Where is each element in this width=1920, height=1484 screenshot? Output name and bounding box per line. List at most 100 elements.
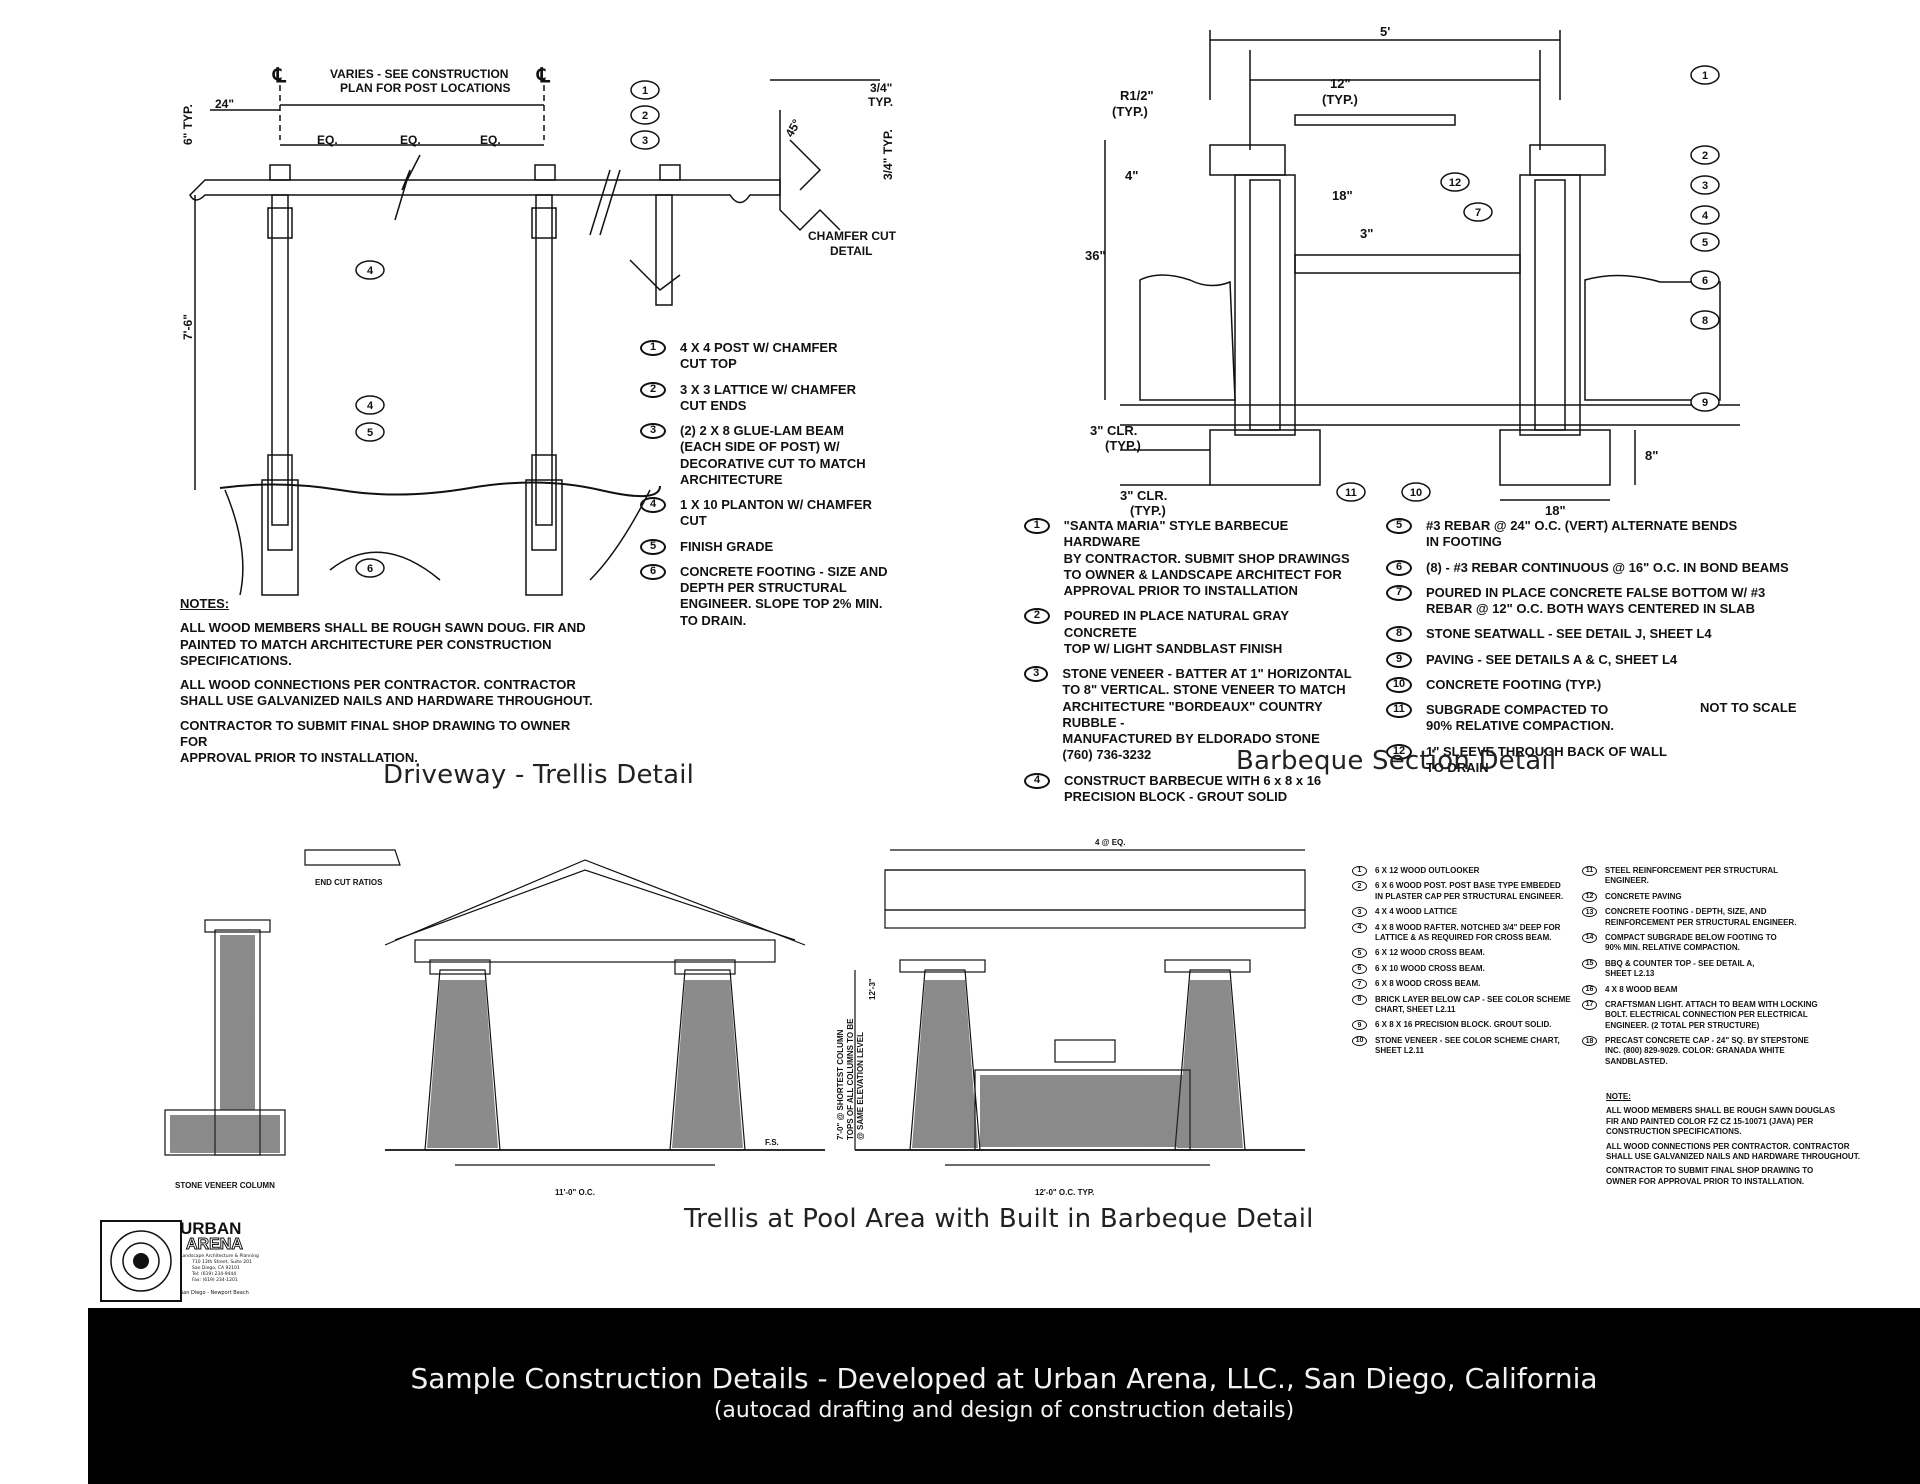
- legend-text: CONCRETE FOOTING (TYP.): [1426, 676, 1602, 692]
- legend-number-bubble: 6: [640, 563, 666, 580]
- svg-text:3" CLR.: 3" CLR.: [1120, 488, 1167, 503]
- legend-text: 6 X 12 WOOD CROSS BEAM.: [1375, 948, 1485, 958]
- svg-text:4: 4: [1702, 210, 1709, 222]
- legend-item: 5#3 REBAR @ 24" O.C. (VERT) ALTERNATE BE…: [1386, 518, 1806, 551]
- svg-text:1: 1: [1702, 70, 1708, 82]
- dim-chamfer-b: 3/4" TYP.: [881, 129, 895, 180]
- legend-number-bubble: 6: [1386, 559, 1412, 576]
- legend-text: 3 X 3 LATTICE W/ CHAMFER CUT ENDS: [680, 381, 856, 413]
- legend-text: SUBGRADE COMPACTED TO 90% RELATIVE COMPA…: [1426, 702, 1615, 734]
- legend-number-bubble: 7: [1386, 584, 1412, 601]
- note-item: CONTRACTOR TO SUBMIT FINAL SHOP DRAWING …: [1606, 1166, 1814, 1186]
- legend-number-bubble: 8: [1386, 626, 1412, 643]
- svg-text:6: 6: [1702, 275, 1708, 287]
- legend-item: 2 3 X 3 LATTICE W/ CHAMFER CUT ENDS: [640, 381, 920, 415]
- legend-number-bubble: 14: [1582, 932, 1597, 943]
- logo-address: 710 13th Street, Suite 201 San Diego, CA…: [192, 1260, 252, 1283]
- svg-text:12": 12": [1330, 76, 1351, 91]
- end-cut-label: END CUT RATIOS: [315, 878, 383, 887]
- legend-text: 4 X 4 WOOD LATTICE: [1375, 907, 1458, 917]
- legend-number-bubble: 18: [1582, 1036, 1597, 1047]
- svg-text:11'-0" O.C.: 11'-0" O.C.: [555, 1188, 595, 1197]
- svg-text:5: 5: [367, 427, 373, 439]
- svg-text:PLAN FOR POST LOCATIONS: PLAN FOR POST LOCATIONS: [340, 81, 510, 95]
- legend-number-bubble: 4: [1024, 772, 1050, 789]
- svg-text:8: 8: [1702, 315, 1708, 327]
- svg-text:(TYP.): (TYP.): [1105, 438, 1141, 453]
- legend-text: STONE VENEER - BATTER AT 1" HORIZONTAL T…: [1062, 666, 1352, 763]
- legend-number-bubble: 9: [1386, 651, 1412, 668]
- dim-6-typ: 6" TYP.: [181, 104, 195, 145]
- legend-item: 6 (8) - #3 REBAR CONTINUOUS @ 16" O.C. IN…: [1386, 559, 1806, 576]
- cl-mark-1: ℄: [272, 65, 287, 87]
- pool-caption: Trellis at Pool Area with Built in Barbe…: [684, 1204, 1314, 1234]
- legend-number-bubble: 1: [640, 340, 666, 356]
- sunburst-icon: [100, 1220, 182, 1302]
- note-item: ALL WOOD MEMBERS SHALL BE ROUGH SAWN DOU…: [180, 620, 586, 668]
- svg-text:@ SAME ELEVATION LEVEL: @ SAME ELEVATION LEVEL: [856, 1032, 865, 1140]
- svg-text:7: 7: [1475, 207, 1481, 219]
- legend-item: 1 6 X 12 WOOD OUTLOOKER: [1352, 866, 1592, 876]
- svg-text:9: 9: [1702, 397, 1708, 409]
- legend-number-bubble: 5: [1352, 948, 1367, 959]
- legend-number-bubble: 1: [1352, 866, 1367, 876]
- svg-text:2: 2: [642, 110, 648, 122]
- legend-number-bubble: 12: [1386, 743, 1412, 760]
- svg-text:8": 8": [1645, 448, 1658, 463]
- legend-number-bubble: 16: [1582, 984, 1597, 995]
- legend-number-bubble: 17: [1582, 999, 1597, 1010]
- legend-text: POURED IN PLACE NATURAL GRAY CONCRETE TO…: [1063, 608, 1289, 656]
- column-label: STONE VENEER COLUMN: [175, 1181, 275, 1190]
- cl-mark-2: ℄: [536, 65, 551, 87]
- dim-24: 24": [215, 97, 234, 111]
- svg-text:10: 10: [1410, 487, 1422, 499]
- legend-text: PRECAST CONCRETE CAP - 24" SQ. BY STEPST…: [1605, 1036, 1809, 1066]
- bbq-legend-left: 1"SANTA MARIA" STYLE BARBECUE HARDWARE B…: [1024, 518, 1364, 814]
- legend-text: 1 X 10 PLANTON W/ CHAMFER CUT: [680, 497, 872, 529]
- legend-text: COMPACT SUBGRADE BELOW FOOTING TO 90% MI…: [1605, 932, 1777, 953]
- legend-text: STONE SEATWALL - SEE DETAIL J, SHEET L4: [1426, 626, 1712, 642]
- legend-text: POURED IN PLACE CONCRETE FALSE BOTTOM W/…: [1426, 584, 1766, 616]
- svg-text:1: 1: [642, 85, 648, 97]
- logo-offices: San Diego - Newport Beach: [180, 1290, 249, 1296]
- svg-text:(TYP.): (TYP.): [1322, 92, 1358, 107]
- legend-text: (8) - #3 REBAR CONTINUOUS @ 16" O.C. IN …: [1426, 559, 1789, 575]
- legend-item: 18 PRECAST CONCRETE CAP - 24" SQ. BY STEP…: [1582, 1036, 1822, 1067]
- trellis-drawing: ℄ ℄ VARIES - SEE CONSTRUCTION PLAN FOR P…: [181, 65, 897, 596]
- svg-text:5: 5: [1702, 237, 1708, 249]
- legend-number-bubble: 7: [1352, 979, 1367, 990]
- svg-text:4": 4": [1125, 168, 1138, 183]
- svg-text:4: 4: [367, 400, 374, 412]
- chamfer-title: CHAMFER CUT: [808, 229, 897, 243]
- svg-text:(TYP.): (TYP.): [1112, 104, 1148, 119]
- legend-text: CONCRETE FOOTING - DEPTH, SIZE, AND REIN…: [1605, 907, 1797, 927]
- legend-number-bubble: 11: [1582, 866, 1597, 876]
- dim-eq-1: EQ.: [317, 133, 338, 147]
- legend-number-bubble: 2: [640, 381, 666, 398]
- logo-tagline: Landscape Architecture & Planning: [180, 1254, 259, 1259]
- legend-item: 7 POURED IN PLACE CONCRETE FALSE BOTTOM W…: [1386, 584, 1806, 618]
- legend-text: 6 X 12 WOOD OUTLOOKER: [1375, 866, 1480, 875]
- legend-item: 3(2) 2 X 8 GLUE-LAM BEAM (EACH SIDE OF P…: [640, 423, 920, 488]
- note-item: CONTRACTOR TO SUBMIT FINAL SHOP DRAWING …: [180, 717, 571, 766]
- legend-text: FINISH GRADE: [680, 538, 774, 554]
- legend-text: "SANTA MARIA" STYLE BARBECUE HARDWARE BY…: [1063, 518, 1350, 598]
- svg-text:TYP.: TYP.: [868, 95, 893, 109]
